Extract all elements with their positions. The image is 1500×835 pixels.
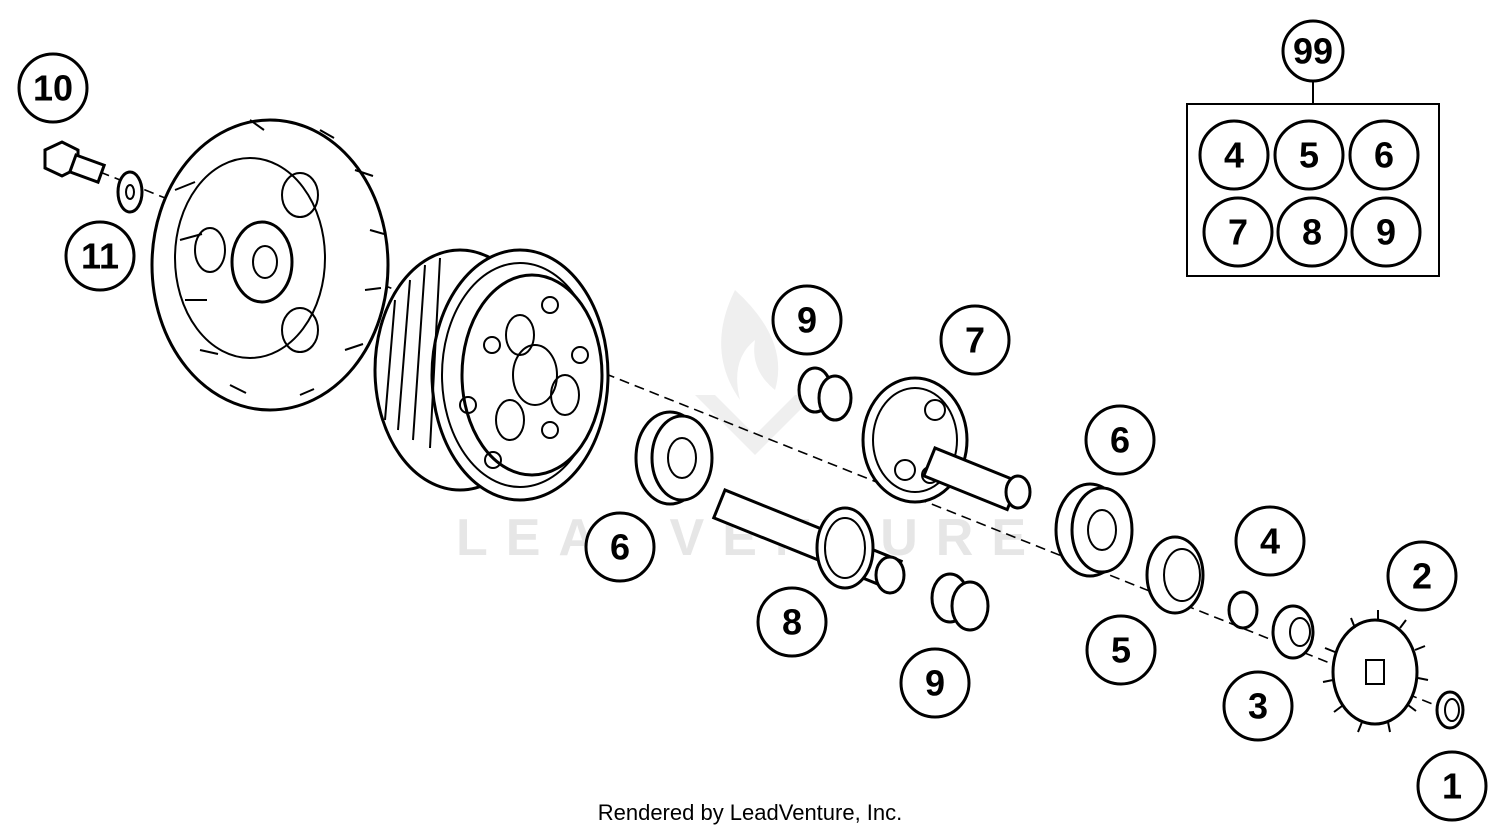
needle-bearing-lower-part	[930, 572, 990, 632]
kit-number-label: 99	[1293, 31, 1333, 72]
kit-item-label: 6	[1374, 135, 1394, 176]
callout-label: 6	[1110, 420, 1130, 461]
clutch-basket-part	[150, 118, 390, 412]
callout-11[interactable]: 11	[64, 220, 136, 292]
callout-label: 11	[81, 236, 119, 277]
bolt-part	[43, 140, 107, 185]
callout-label: 7	[965, 320, 985, 361]
callout-label: 6	[610, 527, 630, 568]
callout-3[interactable]: 3	[1222, 670, 1294, 742]
sprocket-part	[1322, 610, 1429, 733]
kit-item-label: 4	[1224, 135, 1244, 176]
callout-label: 9	[797, 300, 817, 341]
shaft-gear-8-part	[711, 488, 906, 595]
kit-item-label: 9	[1376, 212, 1396, 253]
callout-label: 1	[1442, 766, 1462, 807]
bearing-left-part	[634, 410, 714, 506]
footer-credit: Rendered by LeadVenture, Inc.	[598, 800, 903, 825]
callout-10[interactable]: 10	[17, 52, 89, 124]
callout-label: 4	[1260, 521, 1280, 562]
circlip-part	[1435, 690, 1465, 730]
seal-part	[1145, 535, 1205, 615]
callout-label: 2	[1412, 556, 1432, 597]
callout-9-lower[interactable]: 9	[899, 647, 971, 719]
callout-8[interactable]: 8	[756, 586, 828, 658]
callout-label: 9	[925, 663, 945, 704]
kit-item-callout: 8	[1276, 196, 1348, 268]
spacer-part	[1271, 604, 1315, 660]
needle-bearing-upper-part	[797, 366, 853, 422]
callout-9-upper[interactable]: 9	[771, 284, 843, 356]
kit-box: 99 4 5 6 7 8 9	[1186, 19, 1440, 277]
kit-item-callout: 7	[1202, 196, 1274, 268]
callout-4[interactable]: 4	[1234, 505, 1306, 577]
kit-callout: 99	[1281, 19, 1345, 83]
callout-label: 10	[33, 68, 73, 109]
kit-item-callout: 4	[1198, 119, 1270, 191]
kit-item-label: 8	[1302, 212, 1322, 253]
kit-item-label: 5	[1299, 135, 1319, 176]
callout-2[interactable]: 2	[1386, 540, 1458, 612]
callout-6-right[interactable]: 6	[1084, 404, 1156, 476]
kit-item-callout: 5	[1273, 119, 1345, 191]
washer-part	[116, 170, 144, 214]
callout-label: 5	[1111, 630, 1131, 671]
callout-6-left[interactable]: 6	[584, 511, 656, 583]
bearing-right-part	[1054, 482, 1134, 578]
kit-item-label: 7	[1228, 212, 1248, 253]
watermark: LEADVENTURE	[456, 290, 1026, 567]
callout-1[interactable]: 1	[1416, 750, 1488, 822]
o-ring-part	[1227, 590, 1259, 630]
callout-7[interactable]: 7	[939, 304, 1011, 376]
clutch-pack-part	[373, 248, 610, 502]
callout-label: 3	[1248, 686, 1268, 727]
kit-item-callout: 9	[1350, 196, 1422, 268]
kit-item-callout: 6	[1348, 119, 1420, 191]
gear-shaft-7-part	[861, 376, 1032, 512]
callout-label: 8	[782, 602, 802, 643]
callout-5[interactable]: 5	[1085, 614, 1157, 686]
